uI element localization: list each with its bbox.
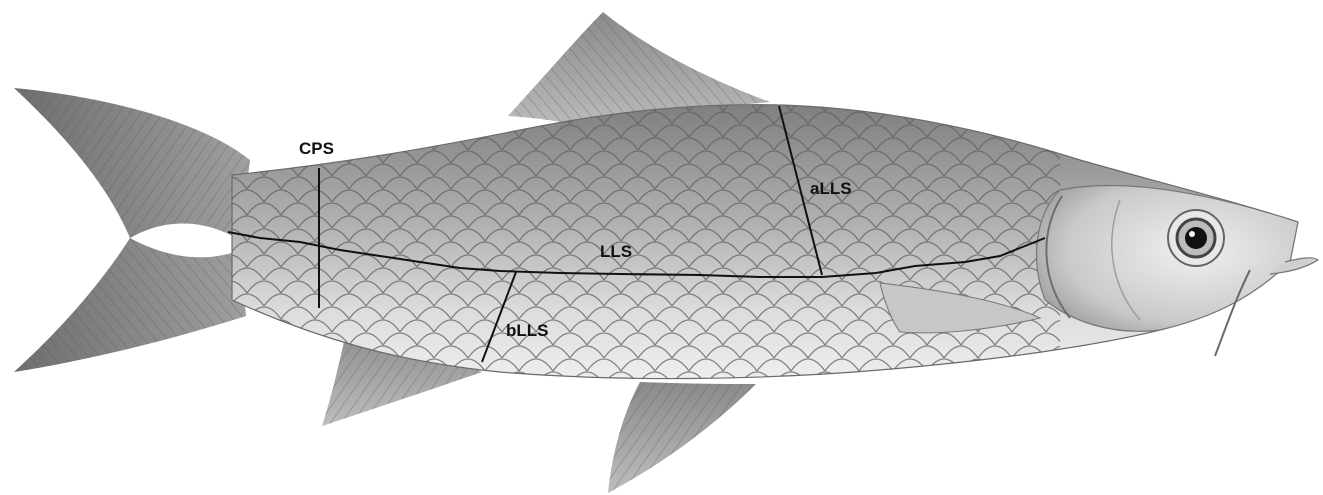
label-lls: LLS (600, 242, 632, 261)
label-cps: CPS (299, 139, 334, 158)
pelvic-fin (608, 382, 756, 493)
caudal-fin (14, 88, 250, 372)
label-alls: aLLS (810, 179, 852, 198)
eye-icon (1168, 210, 1224, 266)
fish-head (1037, 185, 1298, 331)
label-blls: bLLS (506, 321, 549, 340)
